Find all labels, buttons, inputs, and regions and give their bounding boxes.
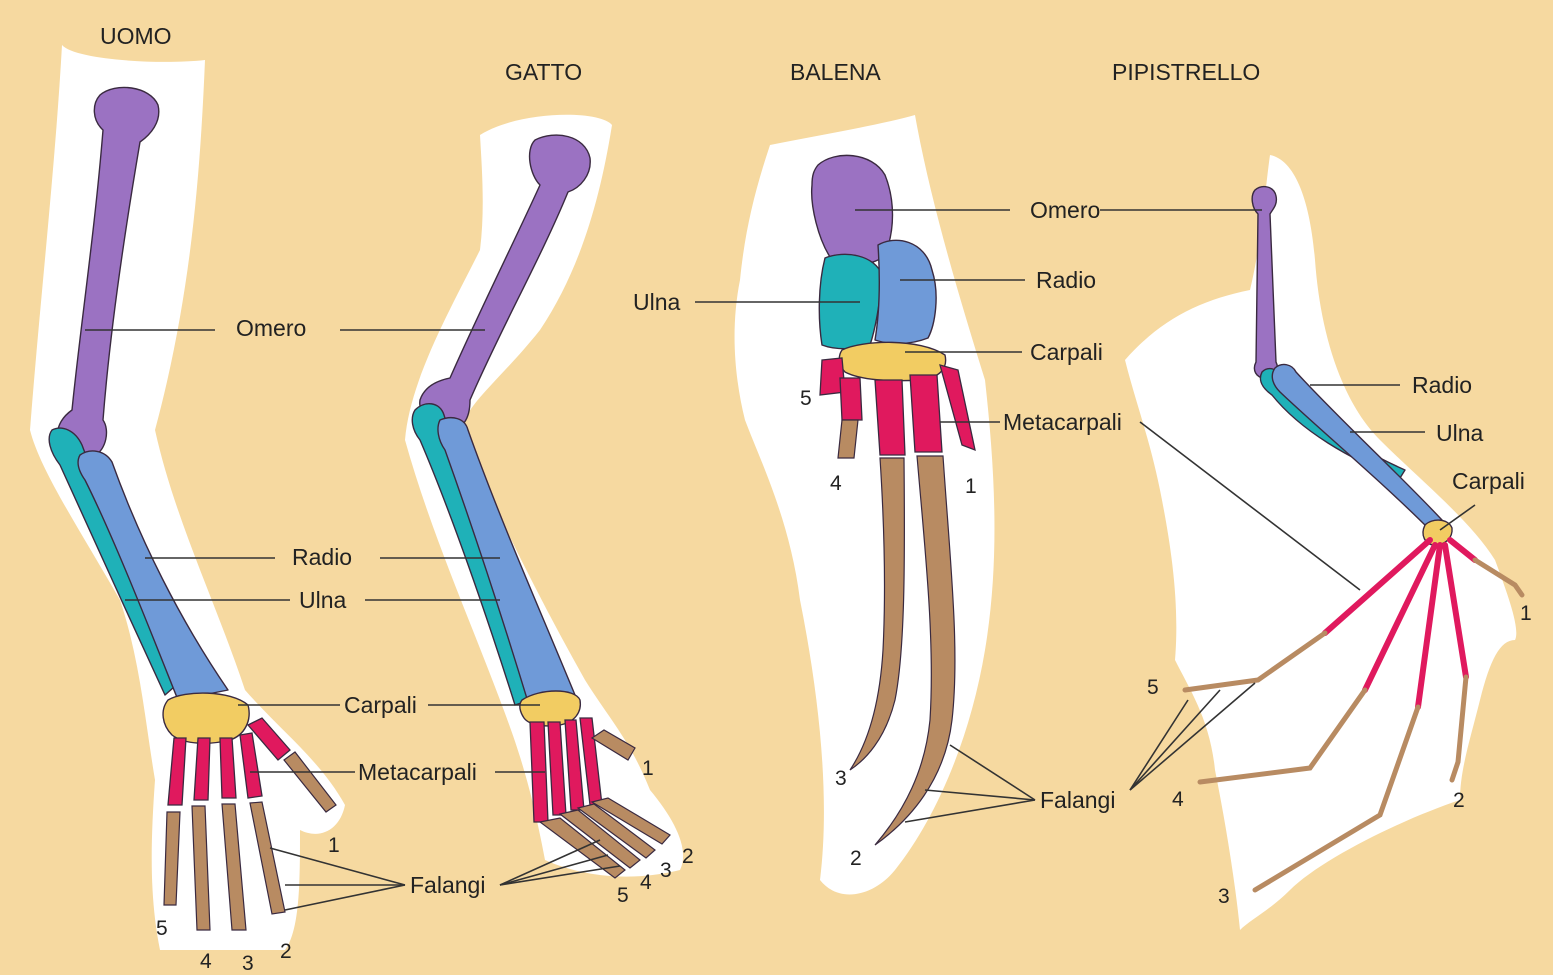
label-carpali-bat: Carpali: [1452, 468, 1525, 494]
label-omero-whale: Omero: [1030, 197, 1100, 223]
label-falangi-human-cat: Falangi: [410, 872, 485, 898]
label-metacarpali-whale-bat: Metacarpali: [1003, 409, 1122, 435]
digit-cat-2: 2: [682, 845, 694, 868]
digit-cat-1: 1: [642, 757, 654, 780]
title-gatto: GATTO: [505, 59, 582, 85]
digit-human-3: 3: [242, 952, 254, 975]
title-balena: BALENA: [790, 59, 881, 85]
digit-whale-5: 5: [800, 387, 812, 410]
label-ulna-whale: Ulna: [633, 289, 681, 315]
digit-whale-4: 4: [830, 472, 842, 495]
label-ulna-bat: Ulna: [1436, 420, 1484, 446]
digit-cat-3: 3: [660, 859, 672, 882]
label-radio-human-cat: Radio: [292, 544, 352, 570]
digit-bat-5: 5: [1147, 676, 1159, 699]
digit-human-2: 2: [280, 940, 292, 963]
digit-bat-3: 3: [1218, 885, 1230, 908]
label-radio-whale: Radio: [1036, 267, 1096, 293]
label-carpali-whale: Carpali: [1030, 339, 1103, 365]
digit-human-4: 4: [200, 950, 212, 973]
digit-whale-1: 1: [965, 475, 977, 498]
whale-radio-bone: [875, 240, 936, 343]
digit-human-1: 1: [328, 834, 340, 857]
label-radio-bat: Radio: [1412, 372, 1472, 398]
digit-bat-4: 4: [1172, 788, 1184, 811]
digit-bat-1: 1: [1520, 602, 1532, 625]
digit-whale-2: 2: [850, 847, 862, 870]
title-uomo: UOMO: [100, 23, 172, 49]
label-metacarpali-human-cat: Metacarpali: [358, 759, 477, 785]
label-falangi-whale-bat: Falangi: [1040, 787, 1115, 813]
digit-human-5: 5: [156, 917, 168, 940]
digit-bat-2: 2: [1453, 789, 1465, 812]
digit-cat-4: 4: [640, 871, 652, 894]
label-omero-human-cat: Omero: [236, 315, 306, 341]
label-carpali-human-cat: Carpali: [344, 692, 417, 718]
digit-cat-5: 5: [617, 884, 629, 907]
digit-whale-3: 3: [835, 767, 847, 790]
human-carpali-bones: [163, 693, 249, 743]
label-ulna-human-cat: Ulna: [299, 587, 347, 613]
title-pipistrello: PIPISTRELLO: [1112, 59, 1260, 85]
